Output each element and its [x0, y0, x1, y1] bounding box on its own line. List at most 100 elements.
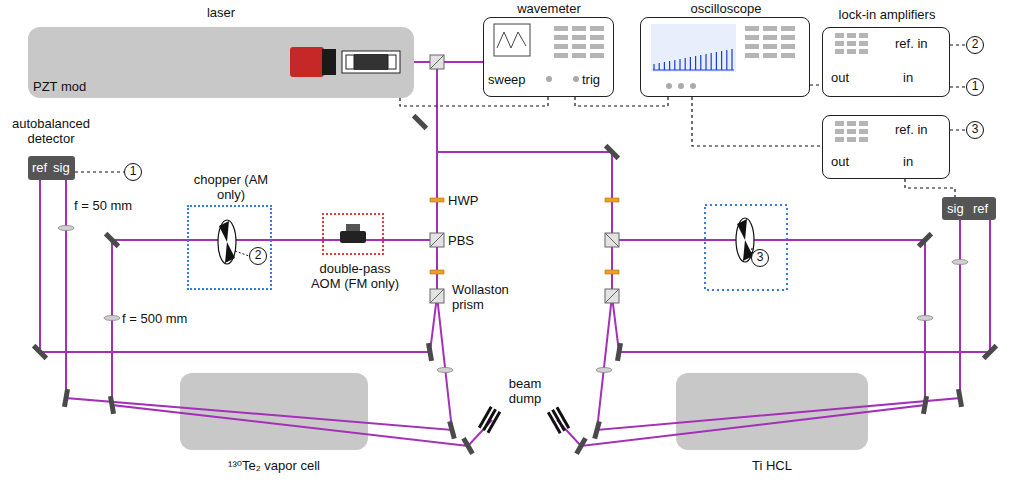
heading: ¹³⁰Te₂ vapor cell: [228, 458, 320, 473]
lens: [104, 316, 120, 321]
heading: autobalanced detector: [3, 116, 99, 146]
heading: oscilloscope: [691, 1, 762, 16]
port-dot: [546, 76, 552, 82]
display-bar: [847, 129, 856, 134]
callout-circle: 1: [966, 78, 984, 96]
display-bar: [572, 35, 586, 40]
laser-head: [322, 49, 336, 75]
node-text: sig: [947, 201, 964, 216]
mirror: [592, 421, 601, 440]
isolator: [346, 55, 354, 69]
callout-circle: 1: [124, 163, 142, 181]
display-bar: [859, 137, 868, 142]
laser-head: [290, 47, 324, 77]
cube-diagonal: [605, 289, 619, 303]
display-bar: [859, 49, 868, 54]
callout-number: 1: [125, 164, 141, 179]
beam-splitter-cube: [430, 55, 444, 69]
half-wave-plate: [430, 198, 444, 202]
component-label: HWP: [448, 193, 478, 208]
node-drawing: [823, 116, 951, 180]
display-bar: [572, 26, 586, 31]
display-bar: [859, 41, 868, 46]
detector-box: sigref: [942, 197, 996, 220]
mirror: [921, 396, 929, 415]
display-bar: [835, 49, 844, 54]
oscilloscope-box: oscilloscope: [640, 17, 810, 97]
cube-body: [430, 289, 444, 303]
signal-cable: [692, 97, 822, 146]
mirror: [104, 232, 120, 248]
mirror: [108, 396, 116, 415]
scope-trace: [653, 49, 734, 70]
callout-circle: 2: [249, 247, 267, 265]
mirror: [917, 232, 933, 248]
mirror: [32, 344, 48, 360]
port-dot: [573, 76, 579, 82]
display-bar: [554, 35, 568, 40]
drive-wire: [235, 251, 249, 256]
chopper-blade: [225, 242, 235, 263]
callout-number: 2: [967, 37, 983, 52]
sweep-trace: [497, 32, 526, 48]
heading: laser: [207, 5, 235, 20]
display-bar: [781, 53, 795, 58]
component-label: PBS: [448, 233, 474, 248]
cube-body: [430, 233, 444, 247]
port-dot: [690, 83, 696, 89]
display-bar: [572, 44, 586, 49]
heading: Ti HCL: [752, 458, 792, 473]
callout-circle: 2: [966, 36, 984, 54]
lens: [917, 316, 933, 321]
laser-box: laserPZT mod: [28, 27, 414, 98]
mirror: [574, 437, 587, 455]
mirror: [615, 343, 623, 362]
mirror: [62, 389, 70, 408]
hollow-cathode-lamp: Ti HCL: [676, 373, 868, 450]
sweep-icon: [494, 24, 530, 56]
signal-cable: [810, 84, 822, 85]
display-bar: [835, 129, 844, 134]
display-bar: [835, 137, 844, 142]
isolator: [342, 51, 400, 73]
display-bar: [554, 53, 568, 58]
laser-beam: [557, 240, 925, 446]
cell-body: [676, 373, 868, 450]
node-text: ref: [32, 160, 47, 175]
wollaston-prism: [605, 289, 619, 303]
laser-beam: [40, 180, 437, 352]
callout-number: 3: [967, 122, 983, 137]
node-drawing: [823, 28, 951, 98]
node-text: PZT mod: [33, 79, 86, 94]
mirror: [604, 144, 620, 160]
laser-beam: [437, 152, 612, 296]
display-bar: [847, 137, 856, 142]
node-text: sig: [53, 160, 70, 175]
aom-driver: [346, 224, 360, 231]
signal-cable: [400, 97, 548, 106]
mirror: [412, 114, 428, 130]
callout-number: 1: [967, 79, 983, 94]
node-text: in: [903, 70, 913, 85]
callout-circle: 3: [751, 249, 769, 267]
beam-splitter-cube: [430, 233, 444, 247]
signal-cable: [575, 97, 668, 106]
display-bar: [835, 121, 844, 126]
dump-plate: [487, 411, 502, 433]
lens-label: f = 50 mm: [74, 198, 132, 213]
aom-crystal: [340, 231, 366, 243]
isolator: [354, 54, 388, 70]
mirror: [447, 421, 456, 440]
display-bar: [590, 53, 604, 58]
cube-body: [605, 233, 619, 247]
cube-body: [605, 289, 619, 303]
signal-cable: [75, 171, 124, 172]
node-text: in: [903, 154, 913, 169]
display-bar: [554, 26, 568, 31]
port-dot: [678, 83, 684, 89]
port-dot: [666, 83, 672, 89]
display-bar: [763, 53, 777, 58]
display-bar: [745, 26, 759, 31]
node-text: ref: [973, 201, 988, 216]
heading: lock-in amplifiers: [839, 7, 936, 22]
